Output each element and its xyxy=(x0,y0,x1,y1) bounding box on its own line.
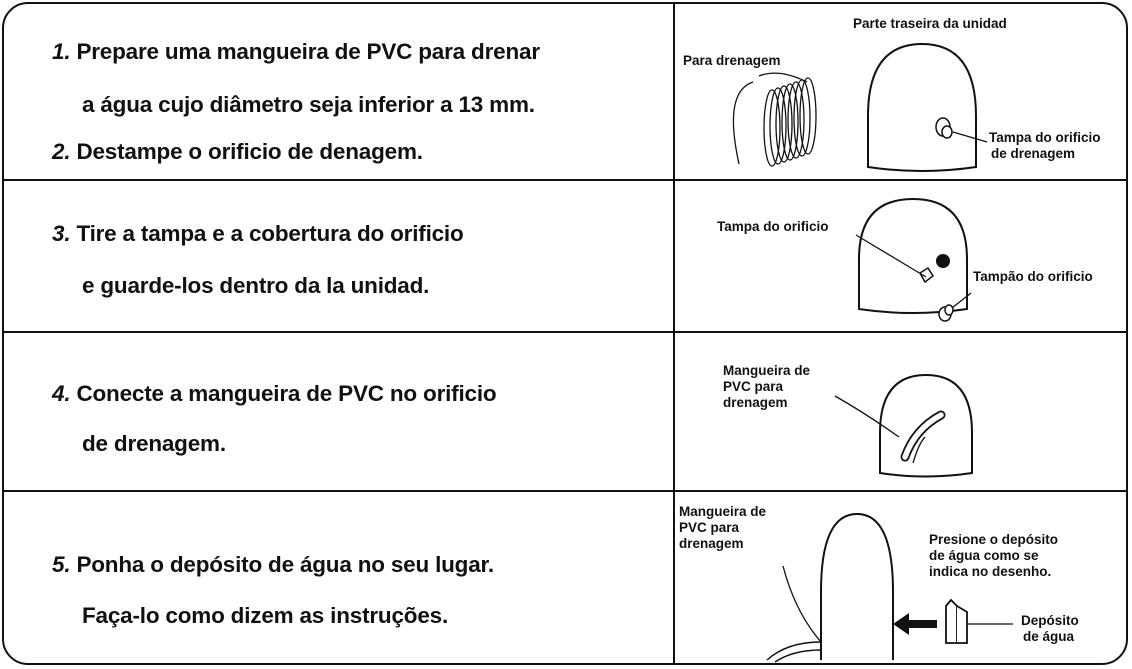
small-cap-icon xyxy=(918,266,935,284)
pvc-hose-icon xyxy=(902,412,944,460)
step-2-line-1: 2. Destampe o orificio de denagem. xyxy=(52,139,423,164)
coiled-hose-icon xyxy=(732,72,817,167)
step-5-line-1: 5. Ponha o depósito de água no seu lugar… xyxy=(52,552,494,577)
unit-side-outline xyxy=(820,512,894,660)
illustration-hose-and-back: Parte traseira da unidad Para drenagem T… xyxy=(675,4,1126,179)
pvc-hose-icon xyxy=(774,649,822,663)
step-4-line-1: 4. Conecte a mangueira de PVC no orifici… xyxy=(52,381,497,406)
column-divider xyxy=(673,4,675,663)
drain-cap-icon xyxy=(935,117,953,139)
hose-label: Mangueira de PVC para drenagem xyxy=(679,504,767,551)
hose-label: Para drenagem xyxy=(683,53,781,68)
cap-label: Tampa do orificio xyxy=(717,219,829,234)
row-divider xyxy=(4,490,1126,492)
step-1-line-2: a água cujo diâmetro seja inferior a 13 … xyxy=(82,92,535,117)
illustration-hose-connect: Mangueira de PVC para drenagem xyxy=(675,333,1126,490)
drain-hole-icon xyxy=(936,254,950,268)
step-3-line-2: e guarde-los dentro da la unidad. xyxy=(82,273,430,298)
row-divider xyxy=(4,179,1126,181)
water-tank-icon xyxy=(945,598,968,644)
step-row-3: 3. Tire a tampa e a cobertura do orifici… xyxy=(4,181,673,331)
unit-back-outline xyxy=(867,42,977,172)
step-5-line-2: Faça-lo como dizem as instruções. xyxy=(82,603,449,628)
row-divider xyxy=(4,331,1126,333)
plug-icon xyxy=(938,304,954,322)
step-row-4: 4. Conecte a mangueira de PVC no orifici… xyxy=(4,333,673,490)
unit-outline xyxy=(858,197,968,314)
step-4-line-2: de drenagem. xyxy=(82,431,226,456)
arrow-left-icon xyxy=(893,613,937,635)
step-row-5: 5. Ponha o depósito de água no seu lugar… xyxy=(4,492,673,663)
tank-label: Depósito de água xyxy=(1021,613,1079,644)
plug-label: Tampão do orificio xyxy=(973,269,1093,284)
step-row-1: 1. Prepare uma mangueira de PVC para dre… xyxy=(4,4,673,179)
back-label: Parte traseira da unidad xyxy=(853,16,1007,31)
hose-label: Mangueira de PVC para drenagem xyxy=(723,363,811,410)
illustration-cap-removal: Tampa do orificio Tampão do orificio xyxy=(675,181,1126,331)
step-3-line-1: 3. Tire a tampa e a cobertura do orifici… xyxy=(52,221,464,246)
cap-label: Tampa do orificio de drenagem xyxy=(989,130,1101,161)
step-1-line-1: 1. Prepare uma mangueira de PVC para dre… xyxy=(52,39,540,64)
press-label: Presione o depósito de água como se indi… xyxy=(929,532,1059,579)
illustration-water-tank: Mangueira de PVC para drenagem Presione … xyxy=(675,492,1126,663)
